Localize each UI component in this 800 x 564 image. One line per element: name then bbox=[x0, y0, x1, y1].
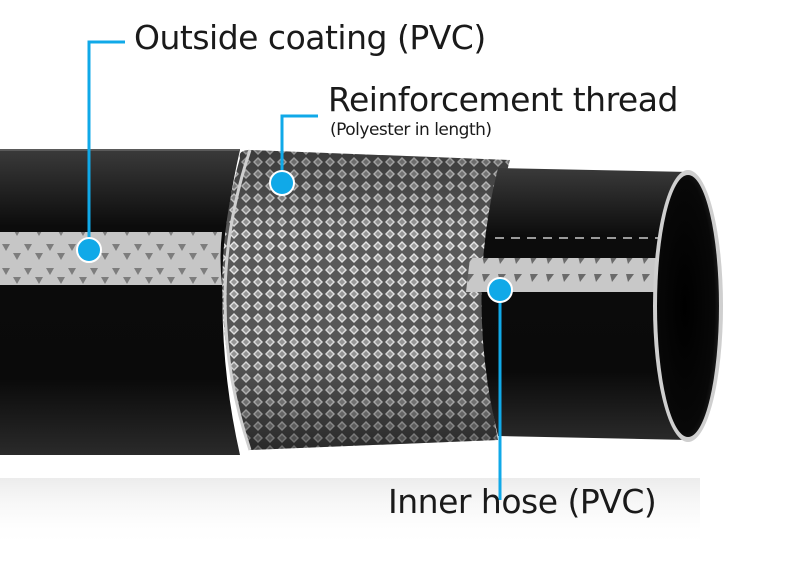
reinforcement-segment bbox=[222, 149, 510, 451]
marker-dot bbox=[487, 277, 513, 303]
callout-inner bbox=[487, 277, 513, 500]
floor-reflection bbox=[0, 478, 700, 548]
outside-coating-label: Outside coating (PVC) bbox=[134, 18, 486, 57]
callout-outside bbox=[76, 40, 125, 263]
callout-reinforcement bbox=[269, 114, 318, 196]
reinforcement-thread-label: Reinforcement thread bbox=[328, 80, 678, 119]
marker-dot bbox=[269, 170, 295, 196]
marker-dot bbox=[76, 237, 102, 263]
inner-hose-label: Inner hose (PVC) bbox=[388, 482, 657, 521]
outer-coating-segment bbox=[0, 149, 240, 455]
reinforcement-thread-sublabel: (Polyester in length) bbox=[330, 120, 492, 140]
inner-hose-segment bbox=[466, 168, 723, 442]
